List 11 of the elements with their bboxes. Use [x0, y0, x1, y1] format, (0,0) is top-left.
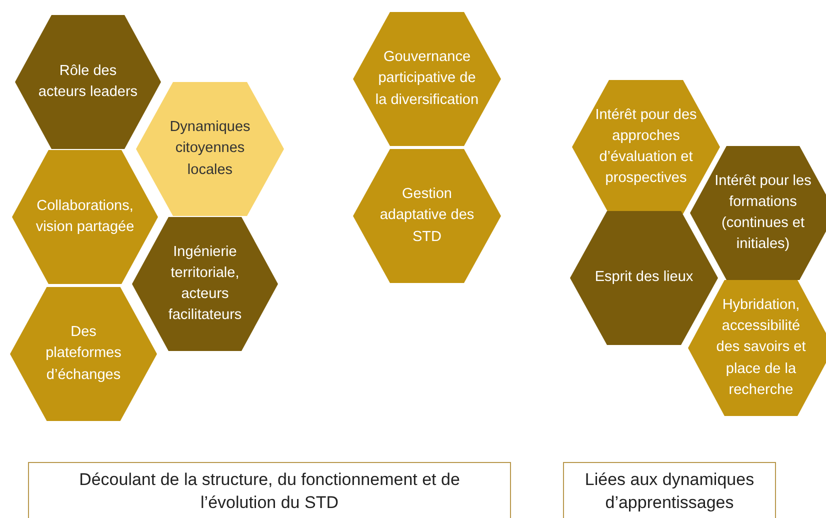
hexagon-tile: Esprit des lieux	[570, 211, 718, 345]
hexagon-tile: Gestion adaptative des STD	[353, 149, 501, 283]
hexagon-tile: Gouvernance participative de la diversification	[353, 12, 501, 146]
caption-box: Liées aux dynamiques d’apprentissages	[563, 462, 776, 518]
hexagon-tile: Dynamiques citoyennes locales	[136, 82, 284, 216]
hexagon-tile: Ingénierie territoriale, acteurs facilitateurs	[132, 217, 278, 351]
hexagon-tile: Des plateformes d’échanges	[10, 287, 157, 421]
hexagon-tile: Hybridation, accessibilité des savoirs et place de la recherche	[688, 280, 826, 416]
hexagon-tile: Collaborations, vision partagée	[12, 150, 158, 284]
caption-box: Découlant de la structure, du fonctionnement et de l’évolution du STD	[28, 462, 511, 518]
hexagon-tile: Rôle des acteurs leaders	[15, 15, 161, 149]
